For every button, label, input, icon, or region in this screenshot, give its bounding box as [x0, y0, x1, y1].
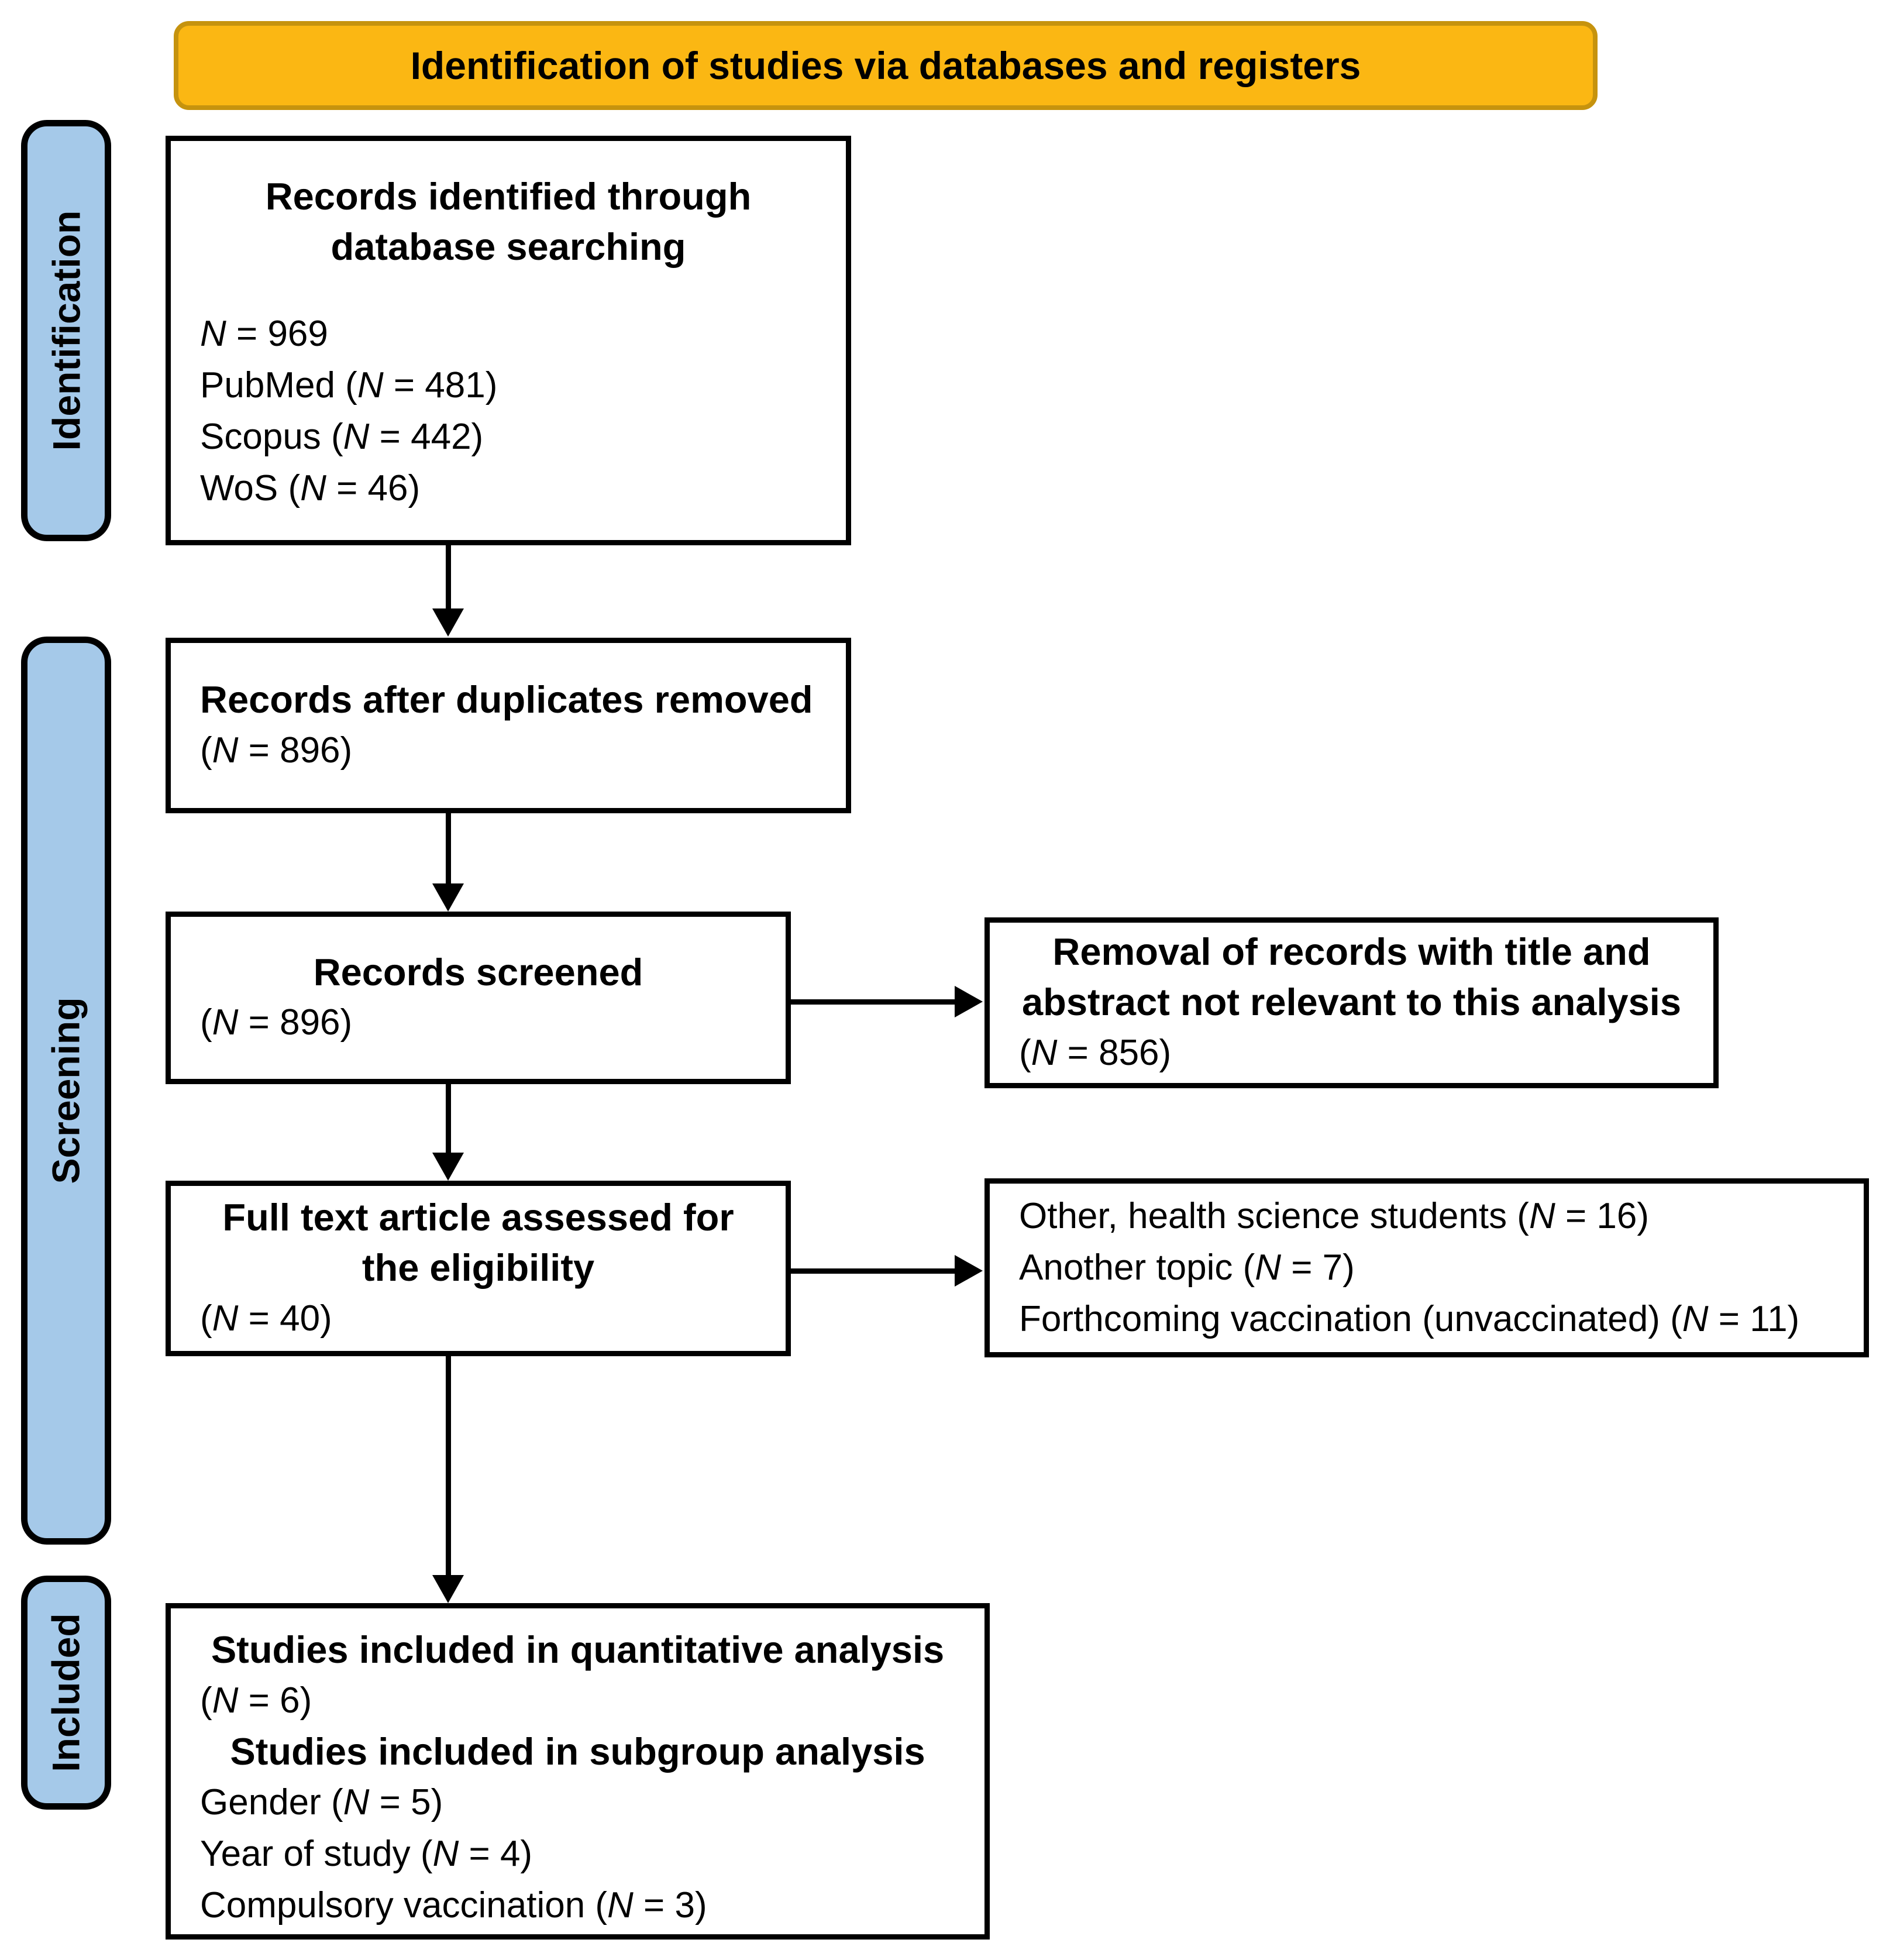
excluded-screening-heading: Removal of records with title and abstra… [1021, 930, 1682, 1023]
stage-label-identification-text: Identification [44, 210, 88, 451]
excluded-screening-count: (N = 856) [1019, 1032, 1172, 1073]
box-records-identified: Records identified through database sear… [166, 136, 851, 545]
arrow-identified-to-duplicates-head [432, 608, 464, 637]
duplicates-removed-heading: Records after duplicates removed [200, 678, 813, 721]
excluded-fulltext-topic: Another topic (N = 7) [1019, 1247, 1355, 1288]
arrow-screened-to-excluded-head [955, 986, 983, 1017]
records-screened-count: (N = 896) [200, 1002, 353, 1043]
included-subgroup-compulsory: Compulsory vaccination (N = 3) [200, 1885, 707, 1925]
stage-label-identification: Identification [21, 120, 111, 541]
duplicates-removed-count: (N = 896) [200, 730, 353, 771]
box-duplicates-removed: Records after duplicates removed (N = 89… [166, 638, 851, 813]
records-identified-scopus: Scopus (N = 442) [200, 416, 484, 457]
stage-label-included-text: Included [44, 1613, 88, 1772]
arrow-screened-to-excluded-line [791, 999, 956, 1005]
arrow-duplicates-to-screened-line [446, 813, 451, 885]
included-quantitative-count: (N = 6) [200, 1680, 312, 1721]
records-identified-wos: WoS (N = 46) [200, 467, 421, 508]
arrow-screened-to-fulltext-head [432, 1153, 464, 1181]
excluded-fulltext-other: Other, health science students (N = 16) [1019, 1195, 1649, 1236]
arrow-identified-to-duplicates-line [446, 545, 451, 611]
arrow-fulltext-to-excluded-head [955, 1255, 983, 1287]
box-excluded-screening: Removal of records with title and abstra… [984, 917, 1719, 1088]
stage-label-screening: Screening [21, 637, 111, 1545]
box-fulltext-assessed: Full text article assessed for the eligi… [166, 1181, 791, 1356]
stage-label-screening-text: Screening [44, 997, 88, 1184]
included-subgroup-year: Year of study (N = 4) [200, 1833, 533, 1874]
records-screened-heading: Records screened [313, 950, 643, 993]
box-records-screened: Records screened (N = 896) [166, 912, 791, 1084]
box-excluded-fulltext: Other, health science students (N = 16) … [984, 1178, 1869, 1357]
box-studies-included: Studies included in quantitative analysi… [166, 1603, 990, 1940]
records-identified-heading: Records identified through database sear… [265, 175, 752, 268]
arrow-duplicates-to-screened-head [432, 883, 464, 912]
fulltext-assessed-count: (N = 40) [200, 1298, 332, 1339]
stage-label-included: Included [21, 1576, 111, 1810]
header-banner: Identification of studies via databases … [174, 21, 1598, 110]
header-title: Identification of studies via databases … [410, 44, 1361, 87]
arrow-fulltext-to-included-line [446, 1356, 451, 1576]
fulltext-assessed-heading: Full text article assessed for the eligi… [222, 1196, 734, 1289]
records-identified-pubmed: PubMed (N = 481) [200, 365, 498, 405]
arrow-screened-to-fulltext-line [446, 1084, 451, 1154]
included-quantitative-heading: Studies included in quantitative analysi… [211, 1628, 945, 1671]
included-subgroup-heading: Studies included in subgroup analysis [230, 1729, 925, 1773]
arrow-fulltext-to-included-head [432, 1575, 464, 1603]
records-identified-total: N = 969 [200, 313, 328, 354]
arrow-fulltext-to-excluded-line [791, 1268, 956, 1274]
included-subgroup-gender: Gender (N = 5) [200, 1782, 443, 1823]
excluded-fulltext-forthcoming: Forthcoming vaccination (unvaccinated) (… [1019, 1299, 1800, 1340]
